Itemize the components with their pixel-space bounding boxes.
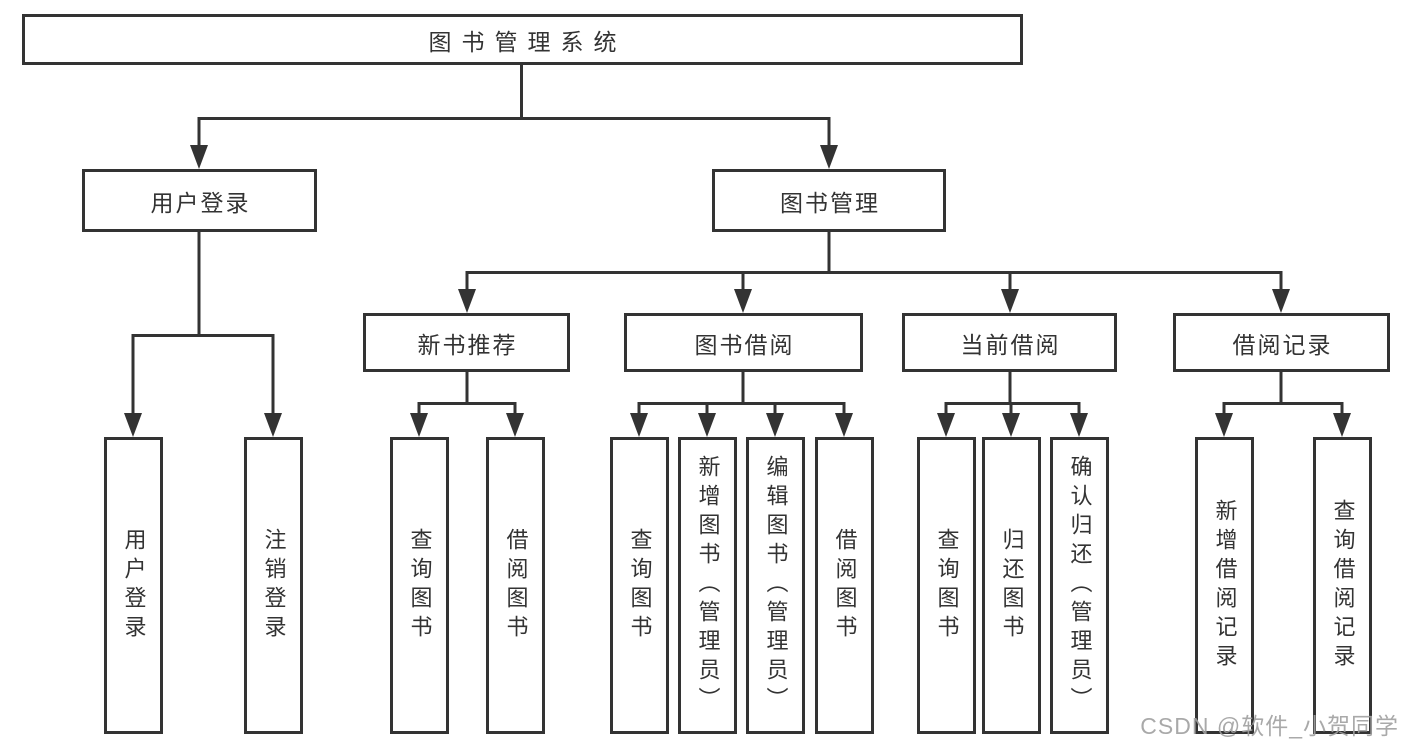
connector-root-to-level1 xyxy=(190,65,838,169)
node-label: 用户登录 xyxy=(121,527,147,644)
node-label: 图书借阅 xyxy=(694,331,795,358)
node-label: 注销登录 xyxy=(261,527,287,644)
node-label: 当前借阅 xyxy=(960,331,1061,358)
node-label: 借阅图书 xyxy=(832,527,858,644)
node-user-login-leaf: 用户登录 xyxy=(104,437,163,734)
node-borrow-books-1: 借阅图书 xyxy=(486,437,545,734)
connector-new-book-children xyxy=(410,372,524,437)
node-label: 编辑图书（管理员） xyxy=(763,455,789,716)
node-label: 查询图书 xyxy=(407,527,433,644)
node-label: 查询图书 xyxy=(934,527,960,644)
node-label: 确认归还（管理员） xyxy=(1067,455,1093,716)
connector-book-mgmt-children xyxy=(458,232,1290,313)
node-edit-books-admin: 编辑图书（管理员） xyxy=(746,437,805,734)
node-label: 新增图书（管理员） xyxy=(695,455,721,716)
connector-borrow-record-children xyxy=(1215,372,1351,437)
node-confirm-return-admin: 确认归还（管理员） xyxy=(1050,437,1109,734)
connector-current-borrow-children xyxy=(937,372,1088,437)
csdn-watermark: CSDN @软件_小贺同学 xyxy=(1140,713,1399,739)
node-add-books-admin: 新增图书（管理员） xyxy=(678,437,737,734)
node-label: 新增借阅记录 xyxy=(1212,498,1238,673)
connector-user-login-children xyxy=(124,232,282,437)
node-label: 图书管理系统 xyxy=(428,28,627,55)
node-current-borrowing: 当前借阅 xyxy=(902,313,1117,372)
node-new-book-recommend: 新书推荐 xyxy=(363,313,570,372)
node-book-management: 图书管理 xyxy=(712,169,946,232)
node-logout: 注销登录 xyxy=(244,437,303,734)
node-label: 查询借阅记录 xyxy=(1330,498,1356,673)
node-add-borrow-record: 新增借阅记录 xyxy=(1195,437,1254,734)
node-label: 归还图书 xyxy=(999,527,1025,644)
node-library-system: 图书管理系统 xyxy=(22,14,1023,65)
node-query-books-2: 查询图书 xyxy=(610,437,669,734)
node-label: 新书推荐 xyxy=(417,331,518,358)
node-label: 借阅图书 xyxy=(503,527,529,644)
node-query-books-3: 查询图书 xyxy=(917,437,976,734)
node-user-login: 用户登录 xyxy=(82,169,317,232)
node-return-books: 归还图书 xyxy=(982,437,1041,734)
node-book-borrowing: 图书借阅 xyxy=(624,313,863,372)
node-label: 查询图书 xyxy=(627,527,653,644)
connector-book-borrow-children xyxy=(630,372,853,437)
node-label: 图书管理 xyxy=(780,189,880,216)
node-borrow-books-2: 借阅图书 xyxy=(815,437,874,734)
node-label: 用户登录 xyxy=(150,189,251,216)
node-borrowing-records: 借阅记录 xyxy=(1173,313,1390,372)
node-query-borrow-record: 查询借阅记录 xyxy=(1313,437,1372,734)
node-query-books-1: 查询图书 xyxy=(390,437,449,734)
node-label: 借阅记录 xyxy=(1232,331,1333,358)
